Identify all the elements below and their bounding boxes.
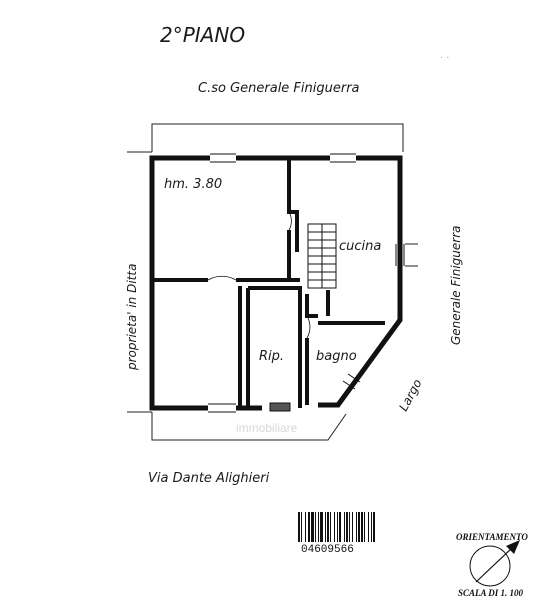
street-label-north: C.so Generale Finiguerra bbox=[198, 81, 360, 96]
street-label-east: Generale Finiguerra bbox=[449, 226, 463, 346]
barcode bbox=[298, 512, 375, 542]
room-label-kitchen: cucina bbox=[339, 239, 381, 254]
floor-label: 2°PIANO bbox=[160, 23, 245, 47]
exterior-walls bbox=[149, 155, 403, 411]
room-label-main: hm. 3.80 bbox=[164, 177, 222, 192]
window-marks bbox=[208, 153, 405, 413]
site-boundary bbox=[127, 123, 418, 441]
compass: ORIENTAMENTO SCALA DI 1. 100 bbox=[456, 532, 528, 598]
barcode-number: 04609566 bbox=[301, 544, 354, 556]
neighbor-property-label: proprieta' in Ditta bbox=[125, 264, 139, 371]
compass-label: ORIENTAMENTO bbox=[456, 532, 528, 542]
compass-needle bbox=[475, 547, 513, 583]
compass-circle bbox=[469, 545, 511, 587]
north-arrow-icon bbox=[506, 540, 520, 554]
street-label-southeast: Largo bbox=[396, 377, 424, 414]
street-label-south: Via Dante Alighieri bbox=[148, 471, 270, 486]
watermark-text: immobiliare bbox=[236, 421, 298, 435]
interior-walls bbox=[152, 158, 385, 408]
door-swings bbox=[207, 211, 311, 339]
room-label-storage: Rip. bbox=[259, 349, 284, 364]
room-label-bathroom: bagno bbox=[316, 349, 357, 364]
staircase bbox=[307, 223, 337, 289]
scale-label: SCALA DI 1. 100 bbox=[458, 588, 524, 598]
corner-mark: · · bbox=[440, 52, 449, 63]
